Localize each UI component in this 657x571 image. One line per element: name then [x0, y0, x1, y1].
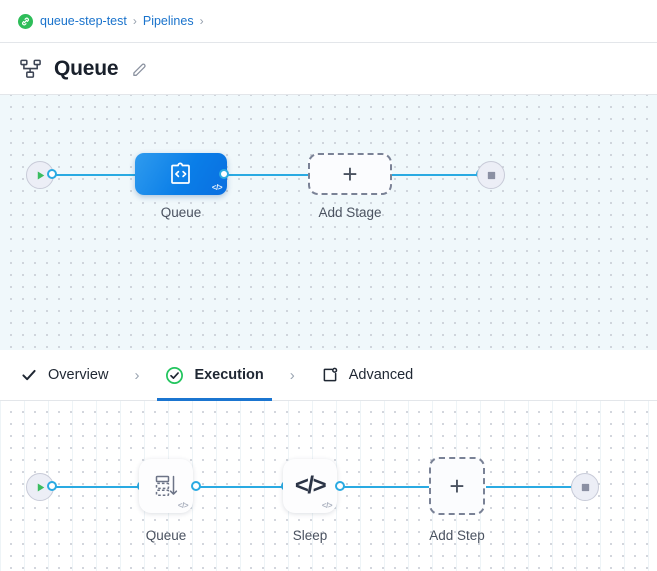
code-icon: </> [294, 472, 327, 499]
breadcrumb-separator-trailing: › [199, 14, 204, 28]
step-end-node[interactable] [571, 473, 599, 501]
queue-step-out-port[interactable] [191, 481, 201, 491]
plus-icon: + [342, 159, 358, 189]
edge-queue-to-sleep [196, 486, 286, 488]
step-node-sleep[interactable]: </> </> [283, 459, 337, 513]
play-icon [37, 482, 44, 492]
edge-sleep-to-addstep [340, 486, 430, 488]
breadcrumb-item-pipelines[interactable]: Pipelines [142, 14, 194, 28]
pencil-icon[interactable] [131, 61, 148, 78]
tab-advanced-label: Advanced [348, 367, 414, 383]
check-circle-icon [166, 366, 184, 384]
sleep-step-code-badge: </> [321, 501, 333, 510]
stage-start-port[interactable] [47, 169, 57, 179]
page-title: Queue [54, 57, 119, 80]
edge-addstep-to-end [486, 486, 578, 488]
execution-tab-strip: Overview › Execution › Advanced [0, 350, 657, 401]
add-step-label: Add Step [429, 528, 485, 543]
queue-stage-code-badge: </> [211, 183, 223, 192]
stop-icon [581, 483, 589, 491]
queue-step-code-badge: </> [177, 501, 189, 510]
stage-canvas[interactable]: </> Queue + Add Stage [0, 95, 657, 350]
tab-overview[interactable]: Overview [20, 350, 108, 401]
step-node-queue-label: Queue [145, 528, 187, 543]
breadcrumb-item-project[interactable]: queue-step-test [40, 14, 127, 28]
check-icon [22, 369, 36, 381]
puzzle-code-icon [171, 162, 190, 184]
edge-addstage-to-end [391, 174, 481, 176]
add-step-button[interactable]: + [429, 457, 485, 515]
edge-start-to-queue [52, 174, 140, 176]
stage-end-node[interactable] [477, 161, 505, 189]
tab-execution-label: Execution [194, 367, 264, 383]
tab-separator-2: › [289, 366, 295, 384]
tab-execution[interactable]: Execution [157, 350, 273, 401]
sitemap-icon [20, 59, 42, 79]
play-icon [37, 170, 44, 180]
queue-stack-icon [155, 475, 178, 497]
step-canvas[interactable]: </> Queue </> </> Sleep + Add Step [0, 401, 657, 571]
step-start-port[interactable] [47, 481, 57, 491]
link-circle-icon [18, 13, 33, 29]
plus-icon: + [449, 471, 465, 501]
settings-box-icon [323, 367, 338, 382]
edge-queue-to-addstage [224, 174, 309, 176]
page-header: Queue VISU [0, 44, 657, 127]
tab-separator-1: › [134, 366, 140, 384]
tab-advanced[interactable]: Advanced [321, 350, 414, 401]
stage-node-queue-label: Queue [160, 205, 202, 220]
step-node-queue[interactable]: </> [139, 459, 193, 513]
breadcrumb-separator: › [132, 14, 137, 28]
step-node-sleep-label: Sleep [292, 528, 328, 543]
stage-node-queue[interactable]: </> [135, 153, 227, 195]
breadcrumb: queue-step-test › Pipelines › [0, 0, 657, 43]
add-stage-button[interactable]: + [308, 153, 392, 195]
stop-icon [487, 171, 495, 179]
edge-start-to-queue-step [52, 486, 142, 488]
queue-stage-out-port[interactable] [219, 169, 229, 179]
tab-overview-label: Overview [48, 367, 109, 383]
add-stage-label: Add Stage [318, 205, 382, 220]
sleep-step-out-port[interactable] [335, 481, 345, 491]
